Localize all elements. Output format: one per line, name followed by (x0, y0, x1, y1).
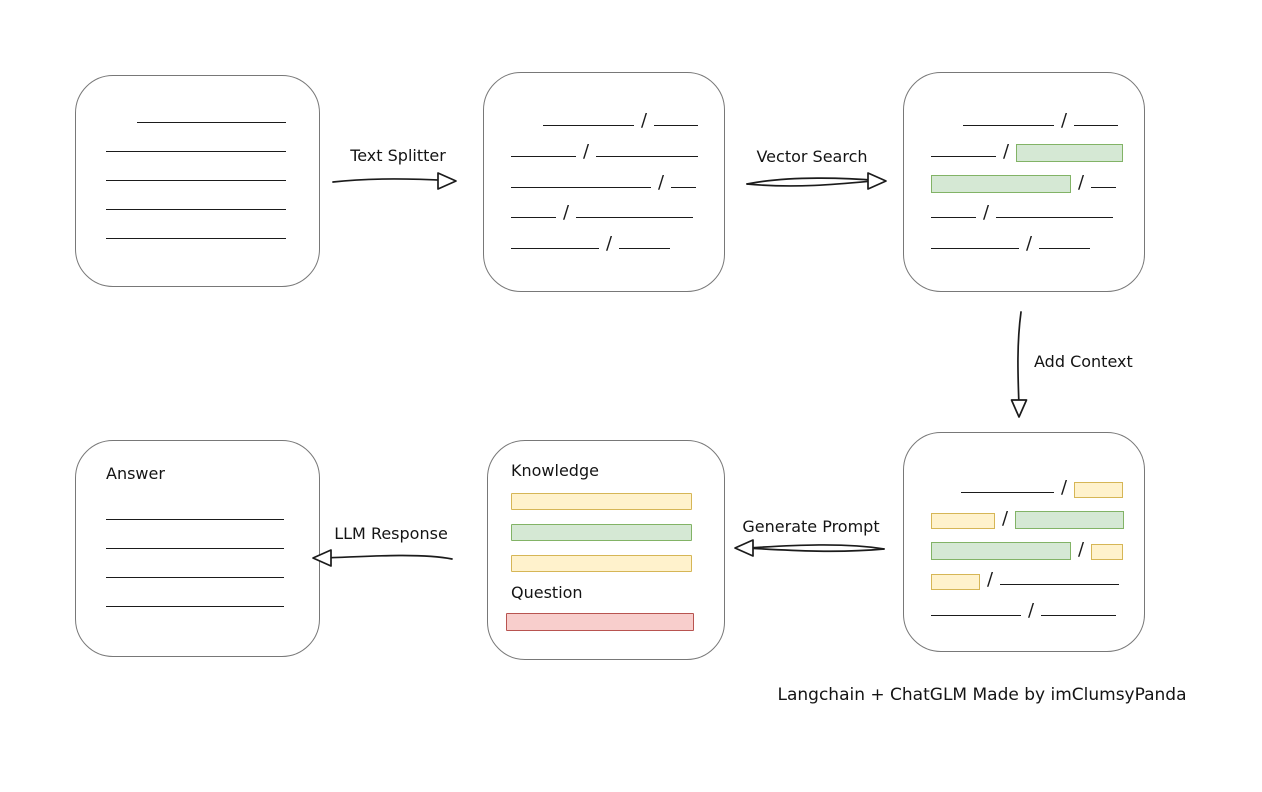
diagram-caption: Langchain + ChatGLM Made by imClumsyPand… (777, 685, 1187, 705)
text-line (106, 519, 284, 520)
text-line (511, 248, 599, 249)
chunk-row: / (931, 135, 1138, 162)
green-bar (511, 524, 692, 541)
chunk-row: / (511, 104, 718, 131)
text-line (511, 155, 576, 157)
text-splitter-arrow (332, 172, 457, 190)
chunk-row: / (931, 563, 1138, 591)
vector-search-arrow (746, 172, 887, 190)
text-line (963, 125, 1054, 126)
chunk-separator: / (583, 140, 590, 162)
searched-chunk-rows: / / / / / (931, 104, 1138, 254)
answer-lines (106, 519, 284, 607)
chunk-row: / (511, 227, 718, 254)
chunk-separator: / (658, 171, 665, 193)
green-chunk (1015, 510, 1125, 529)
knowledge-bars (511, 493, 692, 572)
chunk-row: / (931, 227, 1138, 254)
text-line (137, 122, 286, 123)
text-line (511, 186, 651, 188)
llm-response-label: LLM Response (334, 524, 448, 543)
text-line (996, 217, 1114, 219)
split-chunks-box: / / / / / (483, 72, 725, 292)
green-chunk (931, 541, 1071, 560)
chunk-row: / (931, 166, 1138, 193)
generate-prompt-arrow (734, 539, 885, 557)
searched-chunks-box: / / / / / (903, 72, 1145, 292)
chunk-separator: / (987, 569, 994, 591)
text-line (931, 155, 996, 157)
chunk-separator: / (1061, 477, 1068, 498)
text-line (931, 615, 1021, 616)
text-line (1000, 584, 1120, 586)
chunk-separator: / (983, 202, 990, 224)
yellow-chunk (931, 574, 980, 591)
text-line (961, 492, 1054, 493)
document-lines (106, 122, 286, 239)
yellow-bar (511, 555, 692, 572)
chunk-separator: / (1061, 110, 1068, 131)
chunk-separator: / (1003, 140, 1010, 162)
chunk-row: / (931, 196, 1138, 224)
chunk-row: / (931, 502, 1138, 529)
answer-label: Answer (106, 464, 165, 483)
chunk-separator: / (1026, 233, 1033, 254)
text-line (106, 151, 286, 152)
text-line (931, 217, 976, 219)
generate-prompt-label: Generate Prompt (742, 517, 880, 536)
chunk-row: / (511, 196, 718, 224)
chunk-row: / (931, 594, 1138, 621)
text-line (671, 186, 697, 188)
yellow-chunk (931, 512, 995, 529)
add-context-arrow (1010, 311, 1028, 418)
text-line (543, 125, 634, 126)
text-line (1041, 615, 1117, 616)
context-chunks-box: / / / / / (903, 432, 1145, 652)
text-splitter-label: Text Splitter (350, 146, 446, 165)
text-line (106, 606, 284, 607)
text-line (106, 238, 286, 239)
chunk-row: / (511, 135, 718, 162)
text-line (931, 248, 1019, 249)
chunk-separator: / (1078, 171, 1085, 193)
yellow-chunk (1074, 482, 1124, 498)
text-line (106, 548, 284, 549)
source-document-box (75, 75, 320, 287)
chunk-row: / (931, 471, 1138, 498)
text-line (596, 155, 699, 157)
split-chunk-rows: / / / / / (511, 104, 718, 254)
text-line (1091, 186, 1117, 188)
yellow-bar (511, 493, 692, 510)
text-line (576, 217, 694, 219)
chunk-separator: / (1078, 538, 1085, 560)
text-line (619, 248, 671, 249)
context-chunk-rows: / / / / / (931, 471, 1138, 621)
question-bar (506, 613, 694, 631)
question-label: Question (511, 583, 583, 602)
chunk-separator: / (606, 233, 613, 254)
chunk-separator: / (641, 110, 648, 131)
text-line (106, 180, 286, 181)
llm-response-arrow (312, 549, 453, 567)
text-line (106, 577, 284, 578)
green-chunk (1016, 143, 1124, 162)
text-line (654, 125, 699, 126)
knowledge-label: Knowledge (511, 461, 599, 480)
answer-box: Answer (75, 440, 320, 657)
text-line (511, 217, 556, 219)
text-line (106, 209, 286, 210)
chunk-separator: / (1002, 507, 1009, 529)
chunk-separator: / (1028, 600, 1035, 621)
text-line (1039, 248, 1091, 249)
chunk-row: / (931, 533, 1138, 560)
text-line (1074, 125, 1119, 126)
chunk-separator: / (563, 202, 570, 224)
prompt-box: Knowledge Question (487, 440, 725, 660)
chunk-row: / (511, 166, 718, 193)
yellow-chunk (1091, 543, 1124, 560)
add-context-label: Add Context (1034, 352, 1133, 371)
green-chunk (931, 174, 1071, 193)
vector-search-label: Vector Search (756, 147, 868, 166)
chunk-row: / (931, 104, 1138, 131)
